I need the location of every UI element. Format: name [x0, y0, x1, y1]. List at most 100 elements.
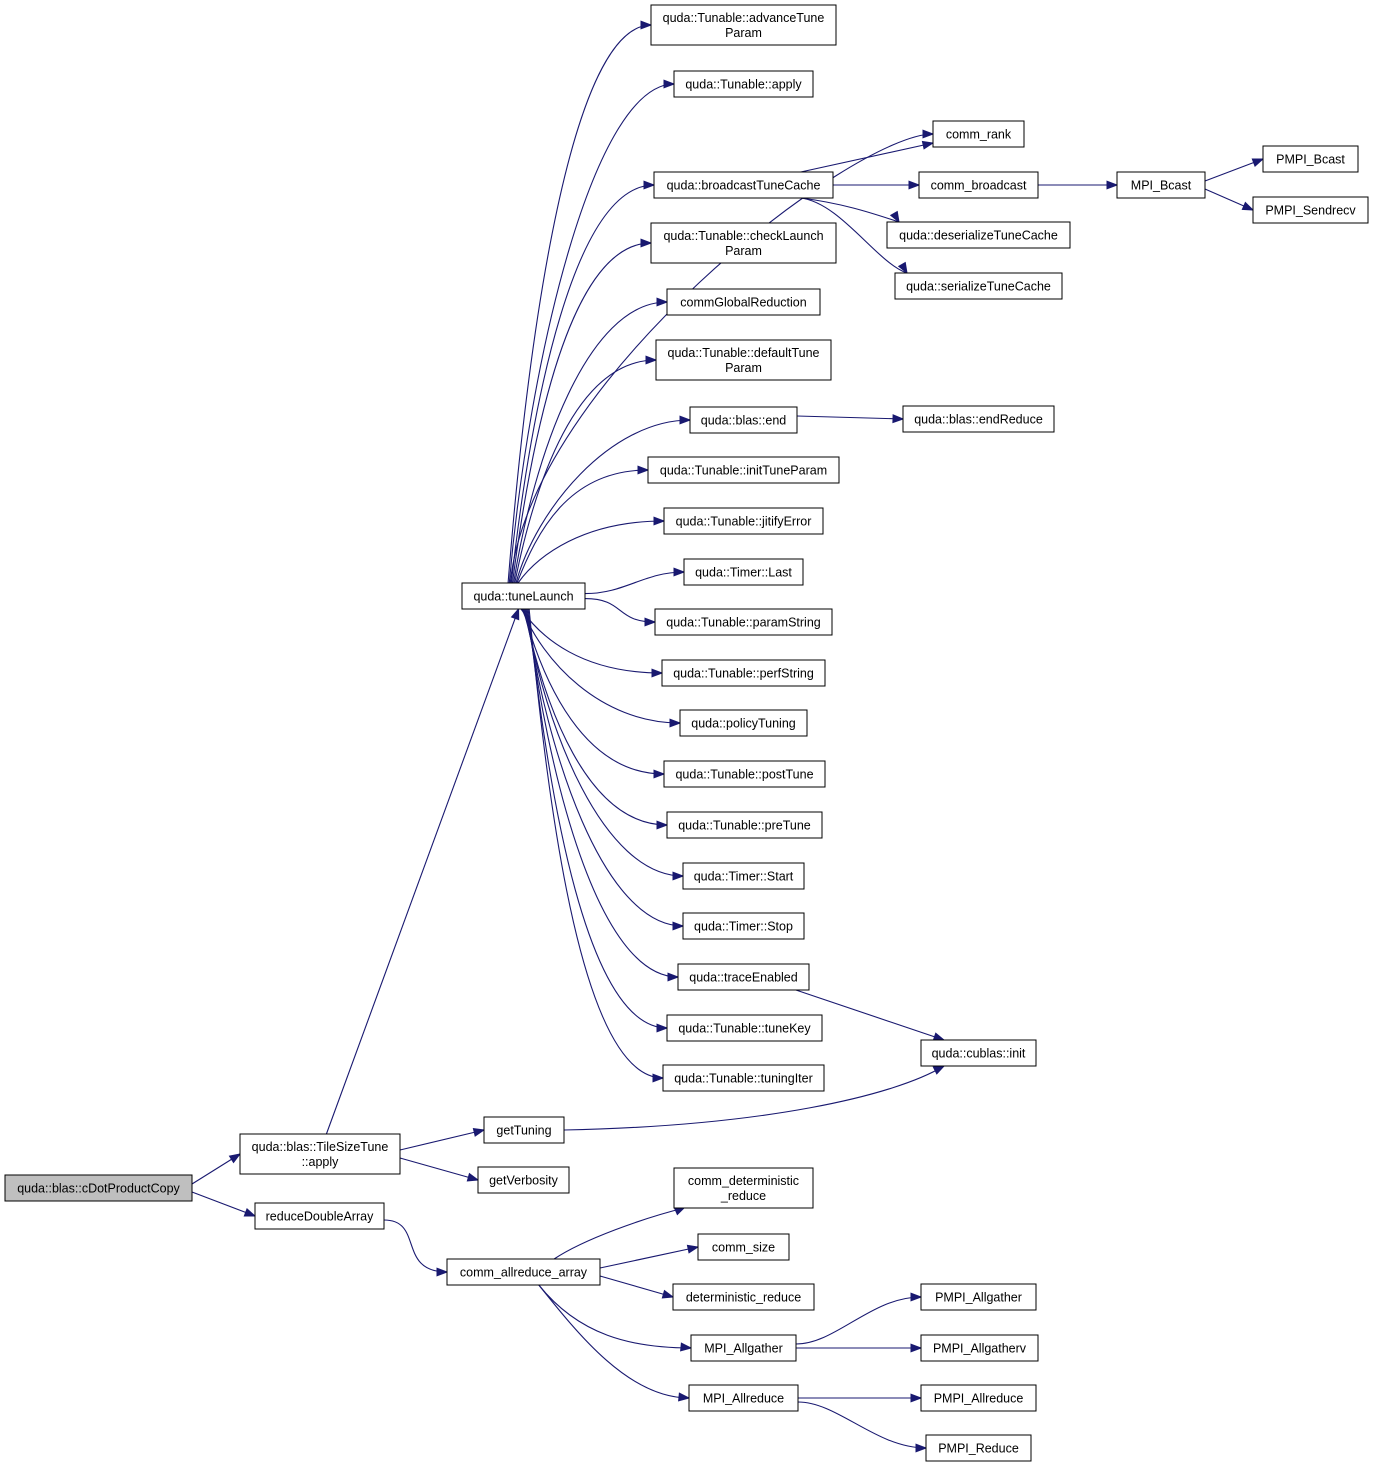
- node-gt[interactable]: getTuning: [483, 1116, 565, 1144]
- node-csize[interactable]: comm_size: [697, 1233, 790, 1261]
- edge-bend-ber: [796, 414, 905, 424]
- node-mar[interactable]: MPI_Allreduce: [688, 1384, 799, 1412]
- edge-line: [515, 419, 691, 584]
- node-pre[interactable]: quda::Tunable::preTune: [666, 811, 823, 839]
- node-gv[interactable]: getVerbosity: [477, 1166, 570, 1194]
- node-box: [672, 1283, 815, 1311]
- node-label: quda::Tunable::initTuneParam: [660, 464, 827, 478]
- node-label: quda::Tunable::apply: [685, 78, 802, 92]
- arrowhead: [466, 1172, 480, 1182]
- edge-btc-dtc: [800, 197, 900, 224]
- node-box: [697, 1233, 790, 1261]
- node-car[interactable]: comm_allreduce_array: [446, 1258, 601, 1286]
- node-box: [677, 963, 810, 991]
- arrowhead: [889, 210, 900, 224]
- edge-line: [520, 608, 663, 674]
- edge-line: [516, 469, 649, 584]
- node-label: quda::blas::end: [701, 414, 787, 428]
- arrowhead: [656, 820, 669, 830]
- edge-line: [538, 1284, 692, 1349]
- edge-tl-clp: [511, 238, 653, 584]
- node-label: Param: [725, 361, 762, 375]
- node-apply[interactable]: quda::Tunable::apply: [673, 70, 814, 98]
- edge-tl-bend: [515, 415, 692, 584]
- node-label: quda::Tunable::paramString: [666, 616, 821, 630]
- arrowhead: [686, 1244, 700, 1254]
- node-itp[interactable]: quda::Tunable::initTuneParam: [647, 456, 840, 484]
- node-pag[interactable]: PMPI_Allgather: [920, 1283, 1037, 1311]
- node-dr[interactable]: deterministic_reduce: [672, 1283, 815, 1311]
- node-stc[interactable]: quda::serializeTuneCache: [894, 272, 1063, 300]
- edge-line: [563, 1065, 945, 1131]
- node-tstart[interactable]: quda::Timer::Start: [682, 862, 805, 890]
- edge-line: [511, 242, 652, 584]
- node-te[interactable]: quda::traceEnabled: [677, 963, 810, 991]
- node-pfs[interactable]: quda::Tunable::perfString: [661, 659, 826, 687]
- node-tst[interactable]: quda::blas::TileSizeTune::apply: [239, 1133, 401, 1175]
- edge-tl-te: [526, 608, 680, 982]
- node-box: [666, 1014, 823, 1042]
- node-tlast[interactable]: quda::Timer::Last: [683, 558, 804, 586]
- node-cgr[interactable]: commGlobalReduction: [666, 288, 821, 316]
- node-rda[interactable]: reduceDoubleArray: [254, 1202, 385, 1230]
- node-root[interactable]: quda::blas::cDotProductCopy: [4, 1174, 193, 1202]
- node-label: commGlobalReduction: [680, 296, 806, 310]
- arrowhead: [644, 617, 657, 627]
- node-pbc[interactable]: PMPI_Bcast: [1262, 145, 1359, 173]
- arrowhead: [910, 1343, 923, 1353]
- node-bend[interactable]: quda::blas::end: [689, 406, 798, 434]
- edge-line: [800, 197, 900, 223]
- edge-car-csize: [599, 1244, 700, 1269]
- node-label: ::apply: [302, 1155, 340, 1169]
- node-btc[interactable]: quda::broadcastTuneCache: [653, 171, 834, 199]
- node-label: quda::Tunable::tuneKey: [678, 1022, 811, 1036]
- node-ti[interactable]: quda::Tunable::tuningIter: [662, 1064, 825, 1092]
- edge-line: [800, 142, 934, 173]
- node-cinit[interactable]: quda::cublas::init: [920, 1039, 1037, 1067]
- node-tk[interactable]: quda::Tunable::tuneKey: [666, 1014, 823, 1042]
- node-ber[interactable]: quda::blas::endReduce: [902, 405, 1055, 433]
- node-label: PMPI_Allgather: [935, 1291, 1022, 1305]
- node-box: [690, 1334, 797, 1362]
- arrowhead: [673, 1207, 686, 1216]
- node-box: [920, 1283, 1037, 1311]
- node-label: PMPI_Allgatherv: [933, 1342, 1027, 1356]
- edge-line: [526, 608, 679, 978]
- node-box: [446, 1258, 601, 1286]
- arrowhead: [915, 1443, 928, 1453]
- node-cdr[interactable]: comm_deterministic_reduce: [673, 1167, 814, 1209]
- node-pred[interactable]: PMPI_Reduce: [925, 1434, 1032, 1462]
- node-box: [239, 1133, 401, 1175]
- node-box: [673, 70, 814, 98]
- node-pagv[interactable]: PMPI_Allgatherv: [920, 1334, 1039, 1362]
- node-label: quda::Tunable::perfString: [673, 667, 814, 681]
- node-tl[interactable]: quda::tuneLaunch: [461, 582, 586, 610]
- node-pt[interactable]: quda::policyTuning: [679, 709, 808, 737]
- edge-line: [507, 24, 652, 584]
- node-tstop[interactable]: quda::Timer::Stop: [682, 912, 805, 940]
- node-label: getTuning: [496, 1124, 551, 1138]
- node-par[interactable]: PMPI_Allreduce: [920, 1384, 1037, 1412]
- node-cbc[interactable]: comm_broadcast: [918, 171, 1039, 199]
- node-box: [932, 120, 1025, 148]
- node-ps[interactable]: quda::Tunable::paramString: [654, 608, 833, 636]
- node-mbc[interactable]: MPI_Bcast: [1116, 171, 1206, 199]
- node-box: [920, 1384, 1037, 1412]
- edge-line: [525, 608, 684, 927]
- edge-line: [510, 184, 655, 584]
- node-label: quda::tuneLaunch: [473, 590, 573, 604]
- node-label: quda::Tunable::preTune: [678, 819, 811, 833]
- node-dtc[interactable]: quda::deserializeTuneCache: [886, 221, 1071, 249]
- edge-line: [325, 608, 520, 1135]
- node-box: [483, 1116, 565, 1144]
- arrowhead: [640, 238, 653, 248]
- node-mag[interactable]: MPI_Allgather: [690, 1334, 797, 1362]
- node-post[interactable]: quda::Tunable::postTune: [663, 760, 826, 788]
- node-crank[interactable]: comm_rank: [932, 120, 1025, 148]
- edge-line: [524, 608, 684, 877]
- node-jit[interactable]: quda::Tunable::jitifyError: [663, 507, 824, 535]
- node-psr[interactable]: PMPI_Sendrecv: [1252, 196, 1369, 224]
